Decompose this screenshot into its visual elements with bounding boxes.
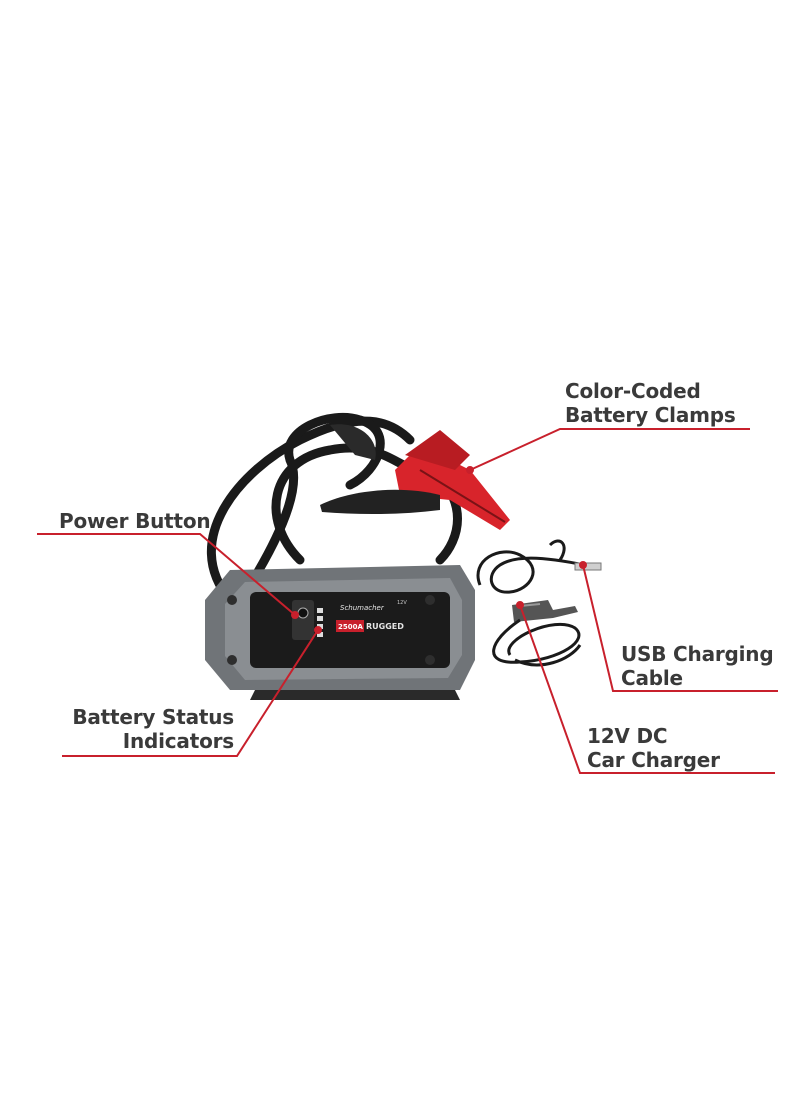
power-icon xyxy=(297,607,309,619)
brand-label: Schumacher xyxy=(340,604,385,612)
power-leader xyxy=(37,533,296,616)
callout-power: Power Button xyxy=(59,509,211,533)
battery-status-leds xyxy=(317,608,323,637)
car-charger-leader xyxy=(519,604,775,774)
black-clamp-icon xyxy=(320,424,440,515)
model-label: RUGGED xyxy=(366,622,404,631)
rating-label: 2500A xyxy=(338,623,363,631)
jump-starter-body: Schumacher 2500A RUGGED 12V xyxy=(205,565,475,700)
clamps-leader xyxy=(469,428,750,471)
callout-car-charger: 12V DC Car Charger xyxy=(587,724,720,772)
callout-clamps: Color-Coded Battery Clamps xyxy=(565,379,736,427)
callout-usb-line2: Cable xyxy=(621,666,683,690)
car-charger-cable xyxy=(492,618,582,667)
callout-car-charger-line1: 12V DC xyxy=(587,724,668,748)
callout-clamps-line2: Battery Clamps xyxy=(565,403,736,427)
callout-leaders xyxy=(37,428,778,774)
callout-usb-line1: USB Charging xyxy=(621,642,774,666)
status-leader xyxy=(62,629,319,757)
callout-status-line2: Indicators xyxy=(122,729,234,753)
red-clamp-icon xyxy=(395,430,510,530)
callout-status: Battery Status Indicators xyxy=(62,705,234,753)
callout-usb: USB Charging Cable xyxy=(621,642,774,690)
callout-power-line1: Power Button xyxy=(59,509,211,533)
usb-leader xyxy=(582,564,778,692)
control-panel xyxy=(292,600,314,640)
callout-car-charger-line2: Car Charger xyxy=(587,748,720,772)
voltage-badge: 12V xyxy=(397,600,407,606)
usb-cable xyxy=(476,539,602,594)
callout-status-line1: Battery Status xyxy=(72,705,234,729)
callout-clamps-line1: Color-Coded xyxy=(565,379,701,403)
